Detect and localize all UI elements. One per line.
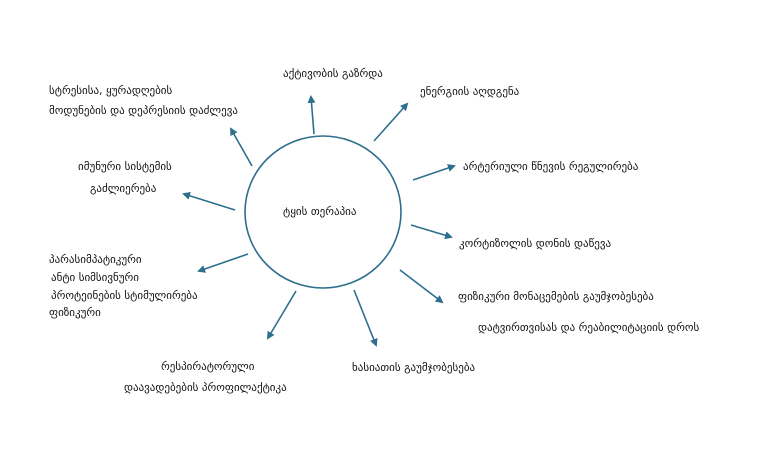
parasympathetic-label-line4: ფიზიკური xyxy=(49,306,101,319)
immune-label-line1: იმუნური სისტემის xyxy=(78,160,172,173)
physical-label-line1: ფიზიკური მონაცემების გაუმჯობესება xyxy=(458,290,654,303)
arrow-activity xyxy=(307,95,316,135)
physical-label-line2: დატვირთვისას და რეაბილიტაციის დროს xyxy=(478,321,700,334)
stress-label-line2: მოდუნების და დეპრესიის დაძლევა xyxy=(49,104,238,117)
blood-pressure-label: არტერიული წნევის რეგულირება xyxy=(463,160,639,173)
arrow-stress xyxy=(230,127,253,167)
parasympathetic-label-line1: პარასიმპატიკური xyxy=(49,253,142,266)
activity-label: აქტივობის გაზრდა xyxy=(283,67,383,80)
arrow-parasympathetic xyxy=(197,253,249,273)
arrow-mood xyxy=(353,289,378,347)
arrow-physical xyxy=(399,269,444,304)
immune-label-line2: გაძლიერება xyxy=(90,182,157,195)
energy-label: ენერგიის აღდგენა xyxy=(420,85,520,98)
center-circle xyxy=(244,135,402,289)
arrow-energy xyxy=(373,102,409,142)
center-label: ტყის თერაპია xyxy=(283,205,357,218)
arrow-respiratory xyxy=(266,290,297,340)
respiratory-label-line1: რესპირატორული xyxy=(161,360,255,373)
arrow-cortisol xyxy=(410,224,453,240)
parasympathetic-label-line2: ანტი სიმსივნური xyxy=(51,271,139,284)
cortisol-label: კორტიზოლის დონის დაწევა xyxy=(459,237,612,250)
arrow-blood-pressure xyxy=(412,164,456,181)
mood-label: ხასიათის გაუმჯობესება xyxy=(352,361,476,374)
stress-label-line1: სტრესისა, ყურადღების xyxy=(49,84,173,97)
respiratory-label-line2: დაავადებების პროფილაქტიკა xyxy=(124,381,287,394)
parasympathetic-label-line3: პროტეინების სტიმულირება xyxy=(51,289,198,302)
arrow-immune xyxy=(182,191,236,211)
